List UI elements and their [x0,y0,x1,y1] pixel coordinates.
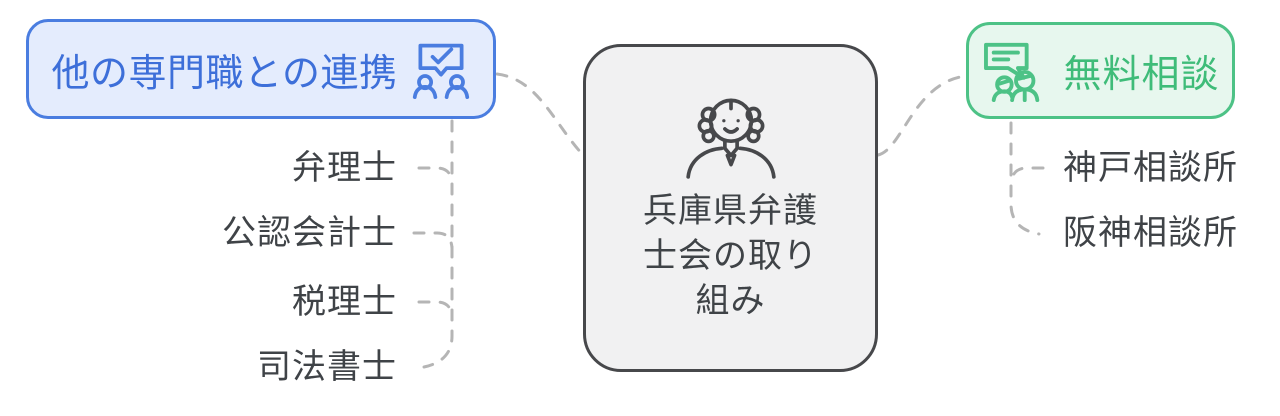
connector-left-item-3 [417,300,454,319]
branch-node-free-consultation: 無料相談 [966,22,1235,119]
center-node-title: 兵庫県弁護 士会の取り 組み [643,189,818,324]
left-item-judicial-scrivener: 司法書士 [257,348,397,386]
connector-right-item-1 [1009,166,1045,186]
branch-collaboration-label: 他の専門職との連携 [51,52,398,95]
right-item-kobe-office: 神戸相談所 [1063,149,1238,187]
center-title-line: 兵庫県弁護 [643,192,818,230]
left-item-patent-attorney: 弁理士 [292,149,397,187]
branch-node-collaboration: 他の専門職との連携 [26,19,496,119]
connector-left-vertical [422,119,454,369]
meeting-check-icon [411,39,471,99]
right-item-hanshin-office: 阪神相談所 [1063,214,1238,252]
center-title-line: 士会の取り [643,237,818,275]
consultation-icon [981,40,1051,102]
connector-blue-to-center [495,72,585,157]
connector-left-item-2 [412,231,454,250]
lawyer-icon [680,87,782,179]
center-title-line: 組み [695,282,766,320]
left-item-cpa: 公認会計士 [222,214,397,252]
connector-left-item-1 [417,166,454,185]
connector-center-to-green [876,74,968,157]
left-item-tax-accountant: 税理士 [292,283,397,321]
connector-right-vertical [1009,121,1041,236]
center-node-hyogo-bar: 兵庫県弁護 士会の取り 組み [583,44,878,372]
branch-free-consultation-label: 無料相談 [1063,54,1220,96]
